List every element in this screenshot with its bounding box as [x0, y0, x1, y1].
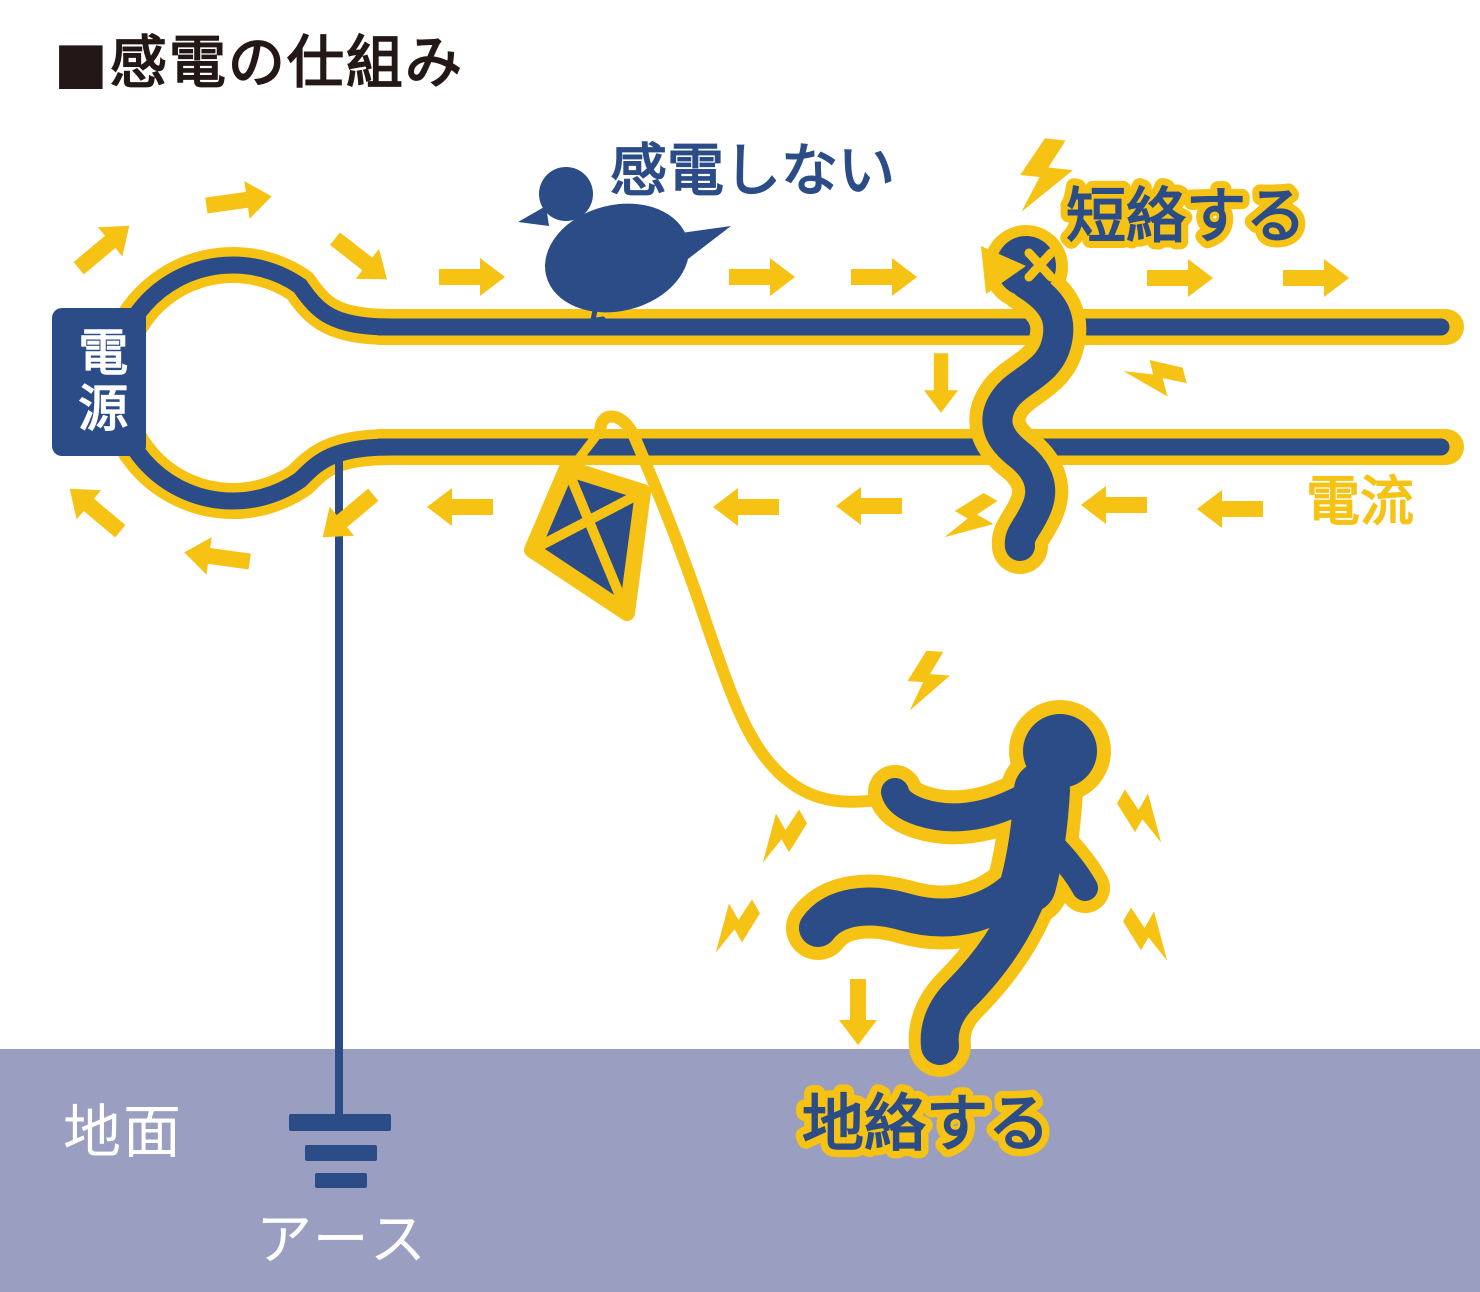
- snake-mouth: [981, 246, 1026, 294]
- kite-string: [594, 410, 903, 808]
- lightning-icon: [744, 802, 815, 867]
- page-title: ■感電の仕組み: [54, 30, 464, 96]
- ground-fault-label: 地絡する: [802, 1087, 1050, 1160]
- current-arrow-icon: [1283, 259, 1349, 297]
- current-arrow-icon: [1147, 259, 1213, 297]
- current-label: 電流: [1306, 470, 1414, 533]
- power-source-label: 電源: [52, 308, 146, 456]
- ground-area: [0, 1049, 1480, 1292]
- fall-arrow-icon: [839, 979, 877, 1045]
- current-arrow-icon: [836, 487, 902, 525]
- current-arrow-icon: [1197, 490, 1263, 528]
- current-arrow-icon: [851, 258, 917, 296]
- person-icon: [786, 700, 1111, 1077]
- current-arrow-icon: [427, 488, 493, 526]
- current-arrow-icon: [203, 177, 275, 225]
- current-arrow-icon: [323, 223, 399, 295]
- lightning-icon: [905, 649, 952, 714]
- current-arrow-icon: [1081, 486, 1147, 524]
- snake-x-eye-icon: [1024, 248, 1056, 282]
- short-circuit-label: 短絡する: [1066, 182, 1306, 252]
- bird-icon: [518, 167, 731, 325]
- lightning-icon: [1122, 352, 1189, 406]
- lightning-icon: [697, 892, 768, 957]
- current-arrow-icon: [310, 480, 386, 552]
- no-shock-label: 感電しない: [610, 138, 895, 204]
- current-arrow-icon: [439, 258, 505, 296]
- current-arrow-icon: [923, 353, 959, 413]
- earth-symbol-icon: [289, 1114, 391, 1188]
- current-arrow-icon: [729, 258, 795, 296]
- ground-surface-label: 地面: [63, 1098, 184, 1166]
- current-arrow-icon: [713, 488, 779, 526]
- earth-label: アース: [256, 1208, 430, 1273]
- current-arrow-icon: [57, 474, 133, 546]
- kite-icon: [524, 460, 651, 621]
- snake-icon: [969, 225, 1087, 574]
- lightning-icon: [1109, 782, 1180, 847]
- lightning-icon: [1115, 900, 1186, 965]
- current-arrow-icon: [66, 211, 142, 283]
- current-arrow-icon: [181, 533, 253, 581]
